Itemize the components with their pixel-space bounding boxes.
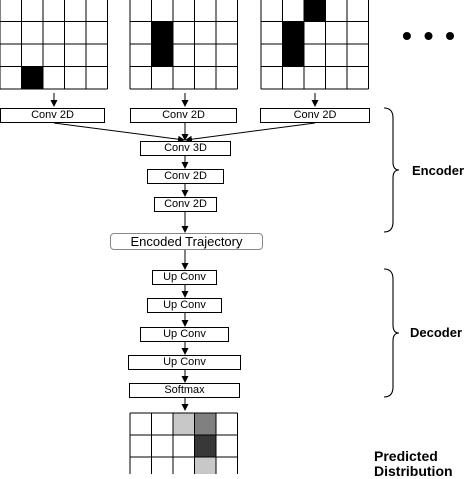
input-frame-3 bbox=[260, 0, 369, 90]
filled-cell bbox=[151, 44, 173, 67]
input-frames bbox=[0, 0, 369, 90]
upconv-block-3: Up Conv bbox=[140, 327, 229, 342]
connector-arrows bbox=[50, 93, 319, 411]
arrow bbox=[185, 122, 316, 143]
filled-cell bbox=[282, 44, 304, 67]
arrow bbox=[53, 122, 185, 143]
probability-cell bbox=[173, 413, 195, 435]
predicted-distribution-grid bbox=[129, 412, 238, 474]
probability-cell bbox=[194, 435, 216, 457]
upconv-block-4: Up Conv bbox=[128, 355, 241, 370]
conv3d-block: Conv 3D bbox=[140, 141, 231, 156]
input-frame-2 bbox=[129, 0, 238, 90]
filled-cell bbox=[21, 66, 43, 89]
conv2d-block-2: Conv 2D bbox=[154, 197, 217, 212]
decoder-label: Decoder bbox=[410, 325, 463, 340]
conv2d-branch-2: Conv 2D bbox=[130, 108, 237, 123]
probability-cell bbox=[194, 413, 216, 435]
filled-cell bbox=[304, 0, 326, 22]
input-frame-1 bbox=[0, 0, 108, 90]
brace bbox=[383, 107, 400, 233]
probability-cell bbox=[194, 457, 216, 474]
conv2d-branch-3: Conv 2D bbox=[260, 108, 370, 123]
more-frames-ellipsis: • • • bbox=[402, 20, 457, 51]
section-braces bbox=[383, 107, 400, 398]
upconv-block-1: Up Conv bbox=[152, 270, 217, 285]
softmax-block: Softmax bbox=[129, 383, 240, 398]
encoder-label: Encoder bbox=[412, 163, 465, 178]
encoded-trajectory-block: Encoded Trajectory bbox=[110, 233, 263, 250]
upconv-block-2: Up Conv bbox=[147, 298, 222, 313]
brace bbox=[383, 268, 400, 398]
filled-cell bbox=[151, 21, 173, 44]
filled-cell bbox=[282, 21, 304, 44]
conv2d-branch-1: Conv 2D bbox=[0, 108, 105, 123]
conv2d-block-1: Conv 2D bbox=[147, 169, 224, 184]
